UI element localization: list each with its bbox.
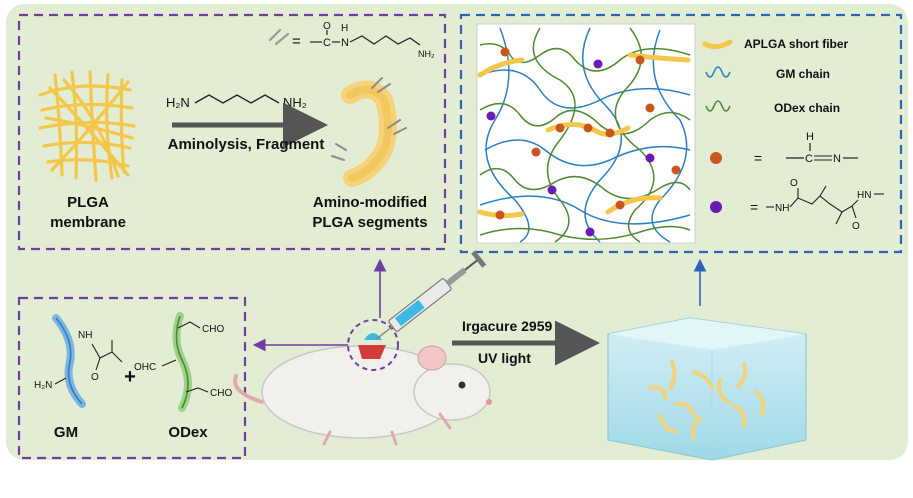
imine-legend-dot <box>710 152 722 164</box>
initiator-label: Irgacure 2959 <box>462 318 552 334</box>
legend-gm-label: GM chain <box>776 67 830 81</box>
odex-chains <box>479 27 691 243</box>
segments-label-line2: PLGA segments <box>312 214 427 231</box>
amide-o-right: O <box>852 221 860 232</box>
mouse-illustration <box>233 345 492 446</box>
network-panel-frame <box>459 13 903 254</box>
plga-membrane-icon <box>38 70 136 182</box>
plus-sign: + <box>124 366 136 388</box>
aminolysis-label: Aminolysis, Fragment <box>168 136 325 153</box>
gm-legend-swatch <box>705 66 731 78</box>
diamine-nh2-right: NH₂ <box>283 95 307 110</box>
mouse-eye <box>458 381 466 389</box>
gm-label: GM <box>54 424 78 441</box>
legend-fiber-label: APLGA short fiber <box>744 37 849 51</box>
amide-o-left: O <box>790 178 798 189</box>
amino-modified-segment-icon <box>331 77 407 187</box>
amide-equals: = <box>750 199 758 215</box>
imine-n: N <box>833 153 841 165</box>
linker-equals: = <box>292 33 301 50</box>
legend-odex-label: ODex chain <box>774 101 840 115</box>
uv-label: UV light <box>478 350 531 366</box>
amine-linker-structure: = C O N H NH₂ <box>268 21 435 59</box>
diamine-nh2-left: H₂N <box>166 95 190 110</box>
linker-nh2: NH₂ <box>418 49 435 59</box>
mouse-tail <box>233 374 264 404</box>
imine-c: C <box>805 153 813 165</box>
imine-crosslinks <box>495 47 681 220</box>
aminolysis-panel-frame <box>17 13 447 251</box>
segments-label-line1: Amino-modified <box>313 194 427 211</box>
linker-o: O <box>323 21 331 32</box>
hydrogel-network <box>479 27 691 243</box>
amide-crosslinks <box>486 59 655 237</box>
fiber-legend-swatch <box>702 39 733 50</box>
imine-equals: = <box>754 150 762 166</box>
linker-n: N <box>341 37 349 49</box>
mouse-nose <box>486 399 492 405</box>
precursor-panel-frame <box>17 296 247 460</box>
injection-site-circle <box>347 319 399 371</box>
membrane-label-line2: membrane <box>50 214 126 231</box>
odex-label: ODex <box>168 424 208 441</box>
gm-h2n: H₂N <box>34 380 52 391</box>
odex-structure: CHO OHC CHO <box>134 312 232 412</box>
odex-legend-swatch <box>705 100 731 112</box>
odex-cho-top: CHO <box>202 324 224 335</box>
gm-o: O <box>91 372 99 383</box>
wound-site <box>358 345 386 359</box>
gel-cube-top <box>608 318 806 350</box>
syringe-icon <box>376 250 487 340</box>
hydrogel-cube <box>607 317 807 461</box>
amide-hn-right: HN <box>857 190 871 201</box>
gm-structure: NH O H₂N <box>34 314 123 408</box>
odex-cho-bottom: CHO <box>210 388 232 399</box>
gel-embedded-fibers <box>648 360 766 440</box>
membrane-label-line1: PLGA <box>67 194 109 211</box>
amide-legend-dot <box>710 201 722 213</box>
odex-ohc: OHC <box>134 362 156 373</box>
mouse-paws <box>322 412 452 446</box>
amide-nh-left: NH <box>775 203 789 214</box>
mouse-ear <box>417 345 447 371</box>
mouse-head <box>413 363 491 421</box>
imine-h: H <box>806 131 814 143</box>
gm-nh: NH <box>78 330 92 341</box>
linker-c: C <box>323 37 331 49</box>
network-legend: APLGA short fiber GM chain ODex chain = … <box>702 37 884 232</box>
linker-h: H <box>341 23 348 34</box>
